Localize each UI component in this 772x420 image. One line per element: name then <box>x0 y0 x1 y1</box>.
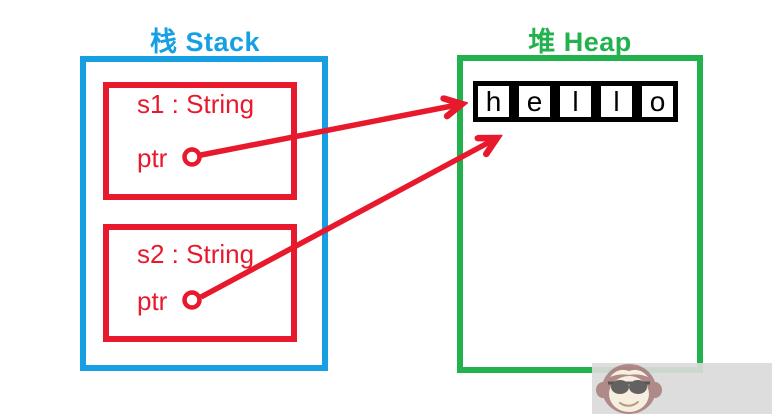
frame-s1-ptr-label: ptr <box>137 143 168 173</box>
heap-cell: l <box>596 81 637 122</box>
frame-s2-ptr-label: ptr <box>137 286 168 316</box>
frame-s1-label: s1 : String <box>137 89 255 119</box>
monkey-sunglasses-icon <box>596 364 662 414</box>
heap-cell: l <box>555 81 596 122</box>
heap-cell: e <box>514 81 555 122</box>
frame-s2-label: s2 : String <box>137 239 255 269</box>
heap-buffer: h e l l o <box>473 81 678 122</box>
heap-cell: o <box>637 81 678 122</box>
heap-cell: h <box>473 81 514 122</box>
heap-title: 堆 Heap <box>528 27 632 57</box>
stack-title: 栈 Stack <box>149 27 261 57</box>
